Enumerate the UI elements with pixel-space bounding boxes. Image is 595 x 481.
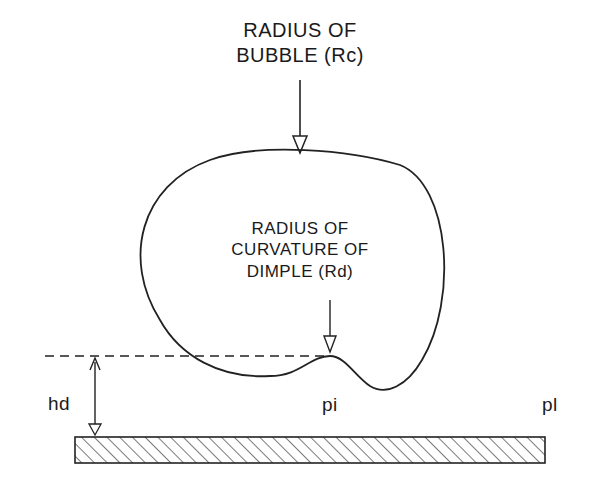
label: RADIUS OF BUBBLE (Rc) [230,18,370,68]
arrow-head [324,336,336,352]
label: hd [48,392,70,416]
arrow-head [89,424,101,435]
label: pl [542,393,558,417]
dimension-line [94,362,95,432]
bubble: RADIUS OF CURVATURE OF DIMPLE (Rd) [120,140,460,410]
leader-line [329,300,330,338]
reference-line [45,355,328,356]
label: pi [322,393,338,417]
leader-line [299,80,301,138]
arrow-head [90,358,100,370]
bubble-label: RADIUS OF CURVATURE OF DIMPLE (Rd) [210,218,390,282]
plate [75,437,545,463]
